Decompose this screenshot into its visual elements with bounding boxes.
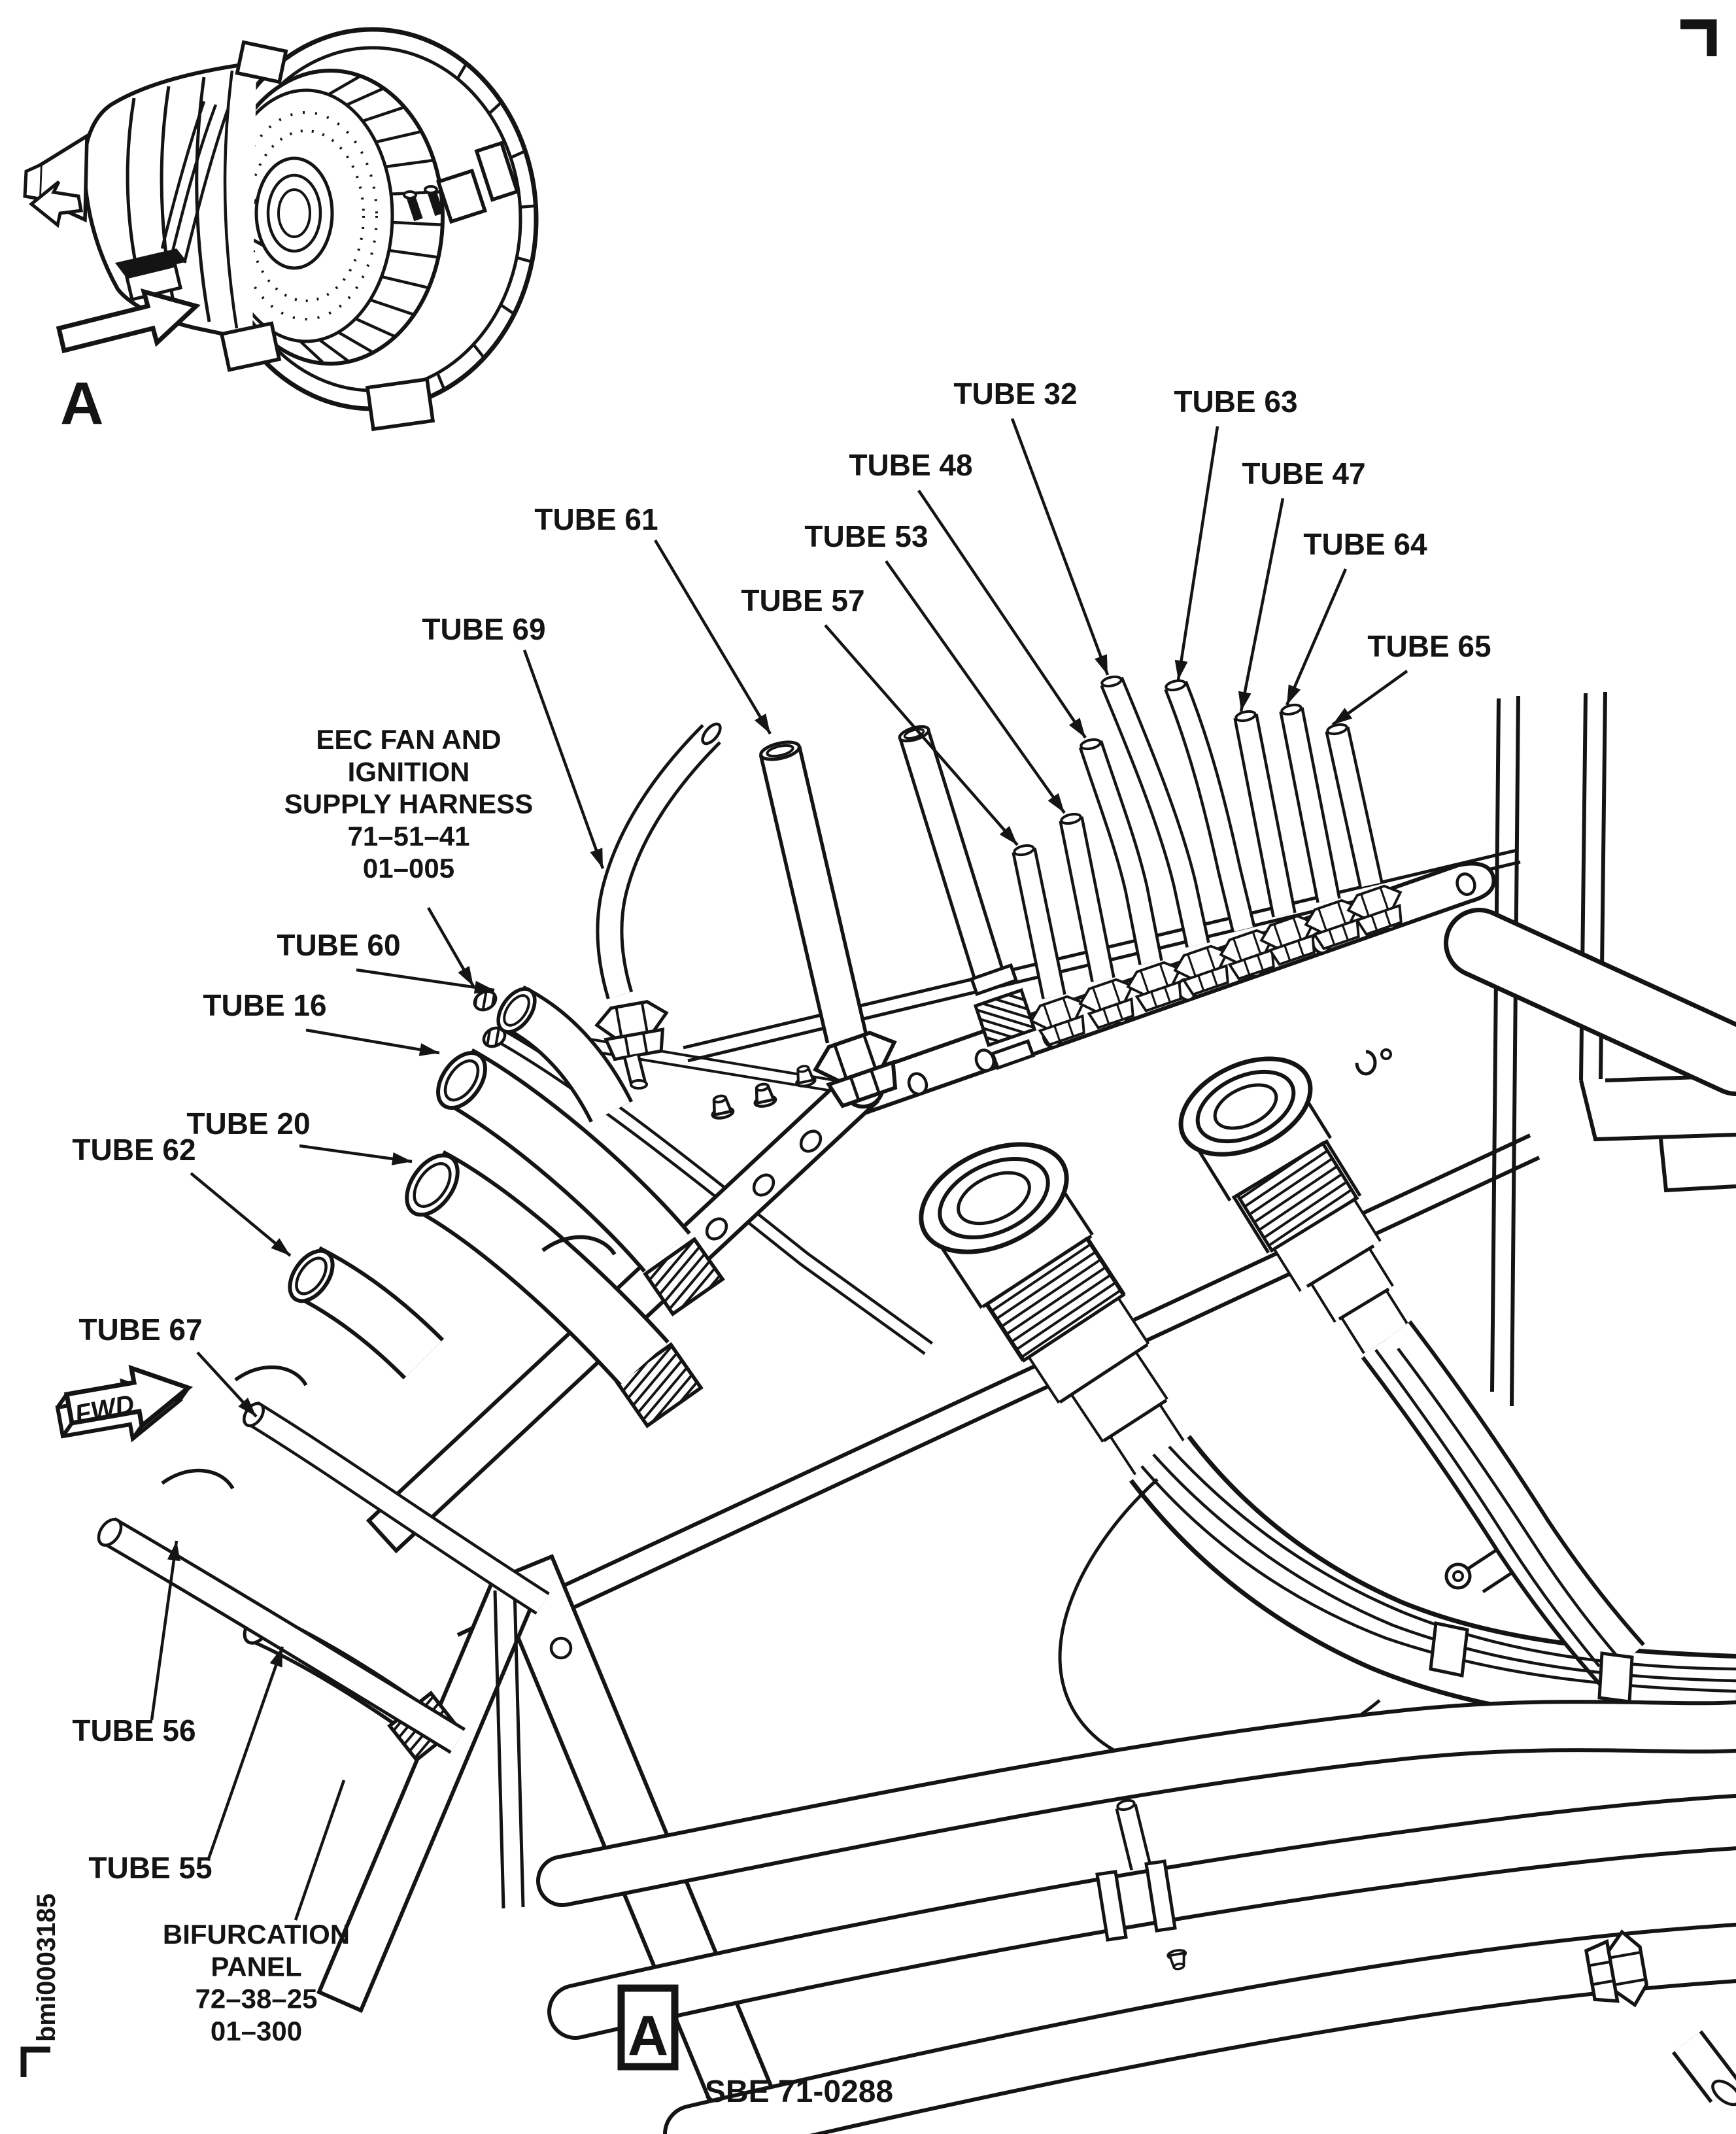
leader-tube-57 bbox=[824, 624, 1019, 846]
leader-tube-62 bbox=[190, 1172, 292, 1257]
structural-tube-right bbox=[1444, 908, 1736, 1096]
tube-61-part bbox=[758, 740, 908, 1110]
label-tube-61: TUBE 61 bbox=[534, 502, 658, 536]
label-tube-64: TUBE 64 bbox=[1303, 527, 1427, 561]
detail-marker-box: A bbox=[617, 1984, 679, 2071]
label-tube-60: TUBE 60 bbox=[277, 928, 400, 962]
eec-harness-tube bbox=[473, 990, 934, 1355]
arrowhead-tube-67 bbox=[238, 1398, 256, 1417]
arrowhead-tube-65 bbox=[1333, 708, 1353, 725]
label-tube-47: TUBE 47 bbox=[1242, 456, 1365, 490]
label-tube-16: TUBE 16 bbox=[203, 988, 326, 1022]
leader-tube-16 bbox=[305, 1028, 440, 1055]
leader-tube-48 bbox=[917, 489, 1087, 739]
leader-tube-32 bbox=[1010, 418, 1110, 676]
arrowhead-tube-48 bbox=[1068, 717, 1085, 738]
lower-struts-and-tubes bbox=[316, 1554, 1736, 2134]
detail-box-letter: A bbox=[628, 2005, 668, 2067]
arrowhead-tube-64 bbox=[1287, 684, 1301, 705]
leader-tube-56 bbox=[150, 1540, 179, 1721]
corner-mark-top-right bbox=[1680, 19, 1717, 56]
leader-tube-55 bbox=[206, 1646, 284, 1861]
inset-view-letter: A bbox=[60, 370, 103, 437]
arrowhead-tube-32 bbox=[1095, 654, 1108, 675]
tube-69-part bbox=[594, 722, 722, 1090]
label-tube-32: TUBE 32 bbox=[953, 377, 1077, 411]
label-tube-63: TUBE 63 bbox=[1174, 385, 1297, 419]
leader-tube-63 bbox=[1176, 426, 1219, 681]
arrowhead-tube-69 bbox=[590, 848, 603, 869]
electrical-connector-right bbox=[1178, 1056, 1410, 1354]
label-tube-53: TUBE 53 bbox=[804, 519, 928, 553]
leader-tube-53 bbox=[885, 560, 1066, 814]
arrowhead-tube-47 bbox=[1238, 691, 1251, 712]
label-tube-57: TUBE 57 bbox=[741, 583, 864, 617]
arrowhead-tube-16 bbox=[418, 1043, 439, 1056]
side-code: bmi0003185 bbox=[32, 1893, 61, 2042]
label-tube-20: TUBE 20 bbox=[186, 1107, 310, 1141]
arrowhead-eec-harness bbox=[458, 966, 473, 986]
elbow-tube-cluster bbox=[97, 985, 725, 1763]
label-tube-48: TUBE 48 bbox=[849, 448, 972, 482]
labels-layer: TUBE 32 TUBE 63 TUBE 48 TUBE 47 TUBE 53 TUBE … bbox=[72, 377, 1491, 2046]
arrowhead-tube-61 bbox=[755, 714, 770, 734]
label-tube-67: TUBE 67 bbox=[78, 1313, 202, 1347]
stub-tubes bbox=[1012, 675, 1411, 1050]
electrical-connector-left bbox=[919, 1142, 1186, 1475]
label-tube-69: TUBE 69 bbox=[422, 612, 545, 646]
label-tube-55: TUBE 55 bbox=[88, 1851, 212, 1885]
arrowhead-tube-57 bbox=[999, 825, 1017, 845]
arrowhead-tube-55 bbox=[269, 1647, 282, 1668]
arrowhead-tube-62 bbox=[271, 1238, 290, 1256]
arrowhead-tube-63 bbox=[1174, 659, 1188, 680]
arrowhead-tube-56 bbox=[167, 1541, 180, 1562]
label-tube-65: TUBE 65 bbox=[1367, 629, 1491, 663]
tall-tube-2 bbox=[898, 725, 1037, 1071]
leader-bifurcation-panel bbox=[294, 1780, 346, 1921]
fwd-direction-arrow: FWD bbox=[55, 1364, 194, 1443]
leader-tube-64 bbox=[1285, 568, 1348, 706]
arrowhead-tube-53 bbox=[1047, 793, 1064, 813]
label-tube-62: TUBE 62 bbox=[72, 1133, 196, 1167]
leader-tube-61 bbox=[654, 539, 772, 735]
engine-inset: A bbox=[23, 27, 539, 437]
figure-caption: SBE 71-0288 bbox=[705, 2074, 893, 2109]
leader-tube-60 bbox=[356, 968, 495, 992]
label-tube-56: TUBE 56 bbox=[72, 1713, 196, 1747]
arrowhead-tube-20 bbox=[391, 1152, 412, 1165]
leader-tube-47 bbox=[1239, 498, 1285, 712]
corner-mark-bottom-left bbox=[20, 2046, 50, 2077]
wire-harness-bundles bbox=[1058, 1320, 1736, 1772]
arrowhead-tube-60 bbox=[473, 980, 494, 994]
leader-tube-69 bbox=[522, 649, 605, 869]
fan-case-frame bbox=[1355, 691, 1736, 1594]
